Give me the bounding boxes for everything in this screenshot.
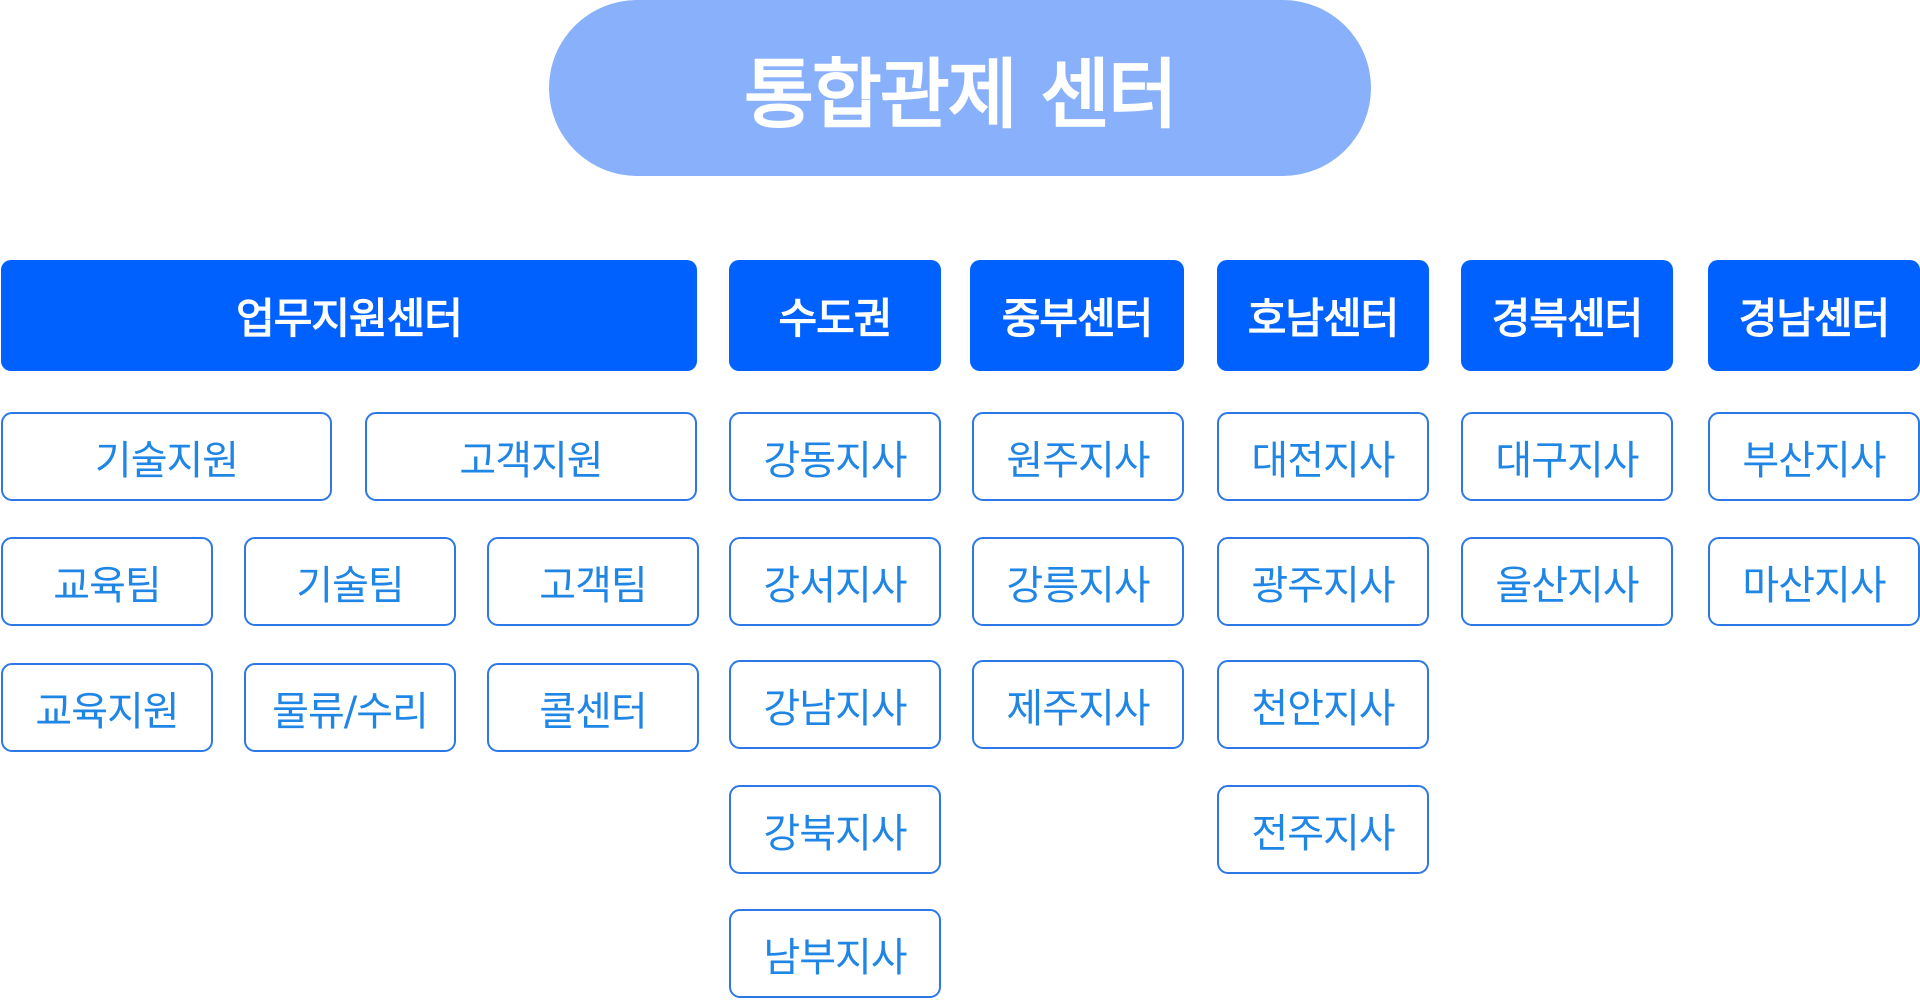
support-unit-technical: 기술지원 [1,412,332,501]
branch-gangneung: 강릉지사 [972,537,1184,626]
center-gyeongnam: 경남센터 [1708,260,1920,371]
branch-busan: 부산지사 [1708,412,1920,501]
center-central: 중부센터 [970,260,1184,371]
branch-gwangju: 광주지사 [1217,537,1429,626]
center-business-support: 업무지원센터 [1,260,697,371]
branch-gangnam: 강남지사 [729,660,941,749]
branch-daejeon: 대전지사 [1217,412,1429,501]
root-node-control-center: 통합관제 센터 [549,0,1371,176]
support-unit-customer: 고객지원 [365,412,697,501]
support-service-call-center: 콜센터 [487,663,699,752]
branch-gangdong: 강동지사 [729,412,941,501]
branch-jeju: 제주지사 [972,660,1184,749]
branch-masan: 마산지사 [1708,537,1920,626]
support-service-logistics-repair: 물류/수리 [244,663,456,752]
branch-ulsan: 울산지사 [1461,537,1673,626]
branch-wonju: 원주지사 [972,412,1184,501]
branch-gangbuk: 강북지사 [729,785,941,874]
branch-daegu: 대구지사 [1461,412,1673,501]
support-team-education: 교육팀 [1,537,213,626]
center-capital-area: 수도권 [729,260,941,371]
branch-jeonju: 전주지사 [1217,785,1429,874]
branch-gangseo: 강서지사 [729,537,941,626]
support-service-education: 교육지원 [1,663,213,752]
branch-nambu: 남부지사 [729,909,941,998]
support-team-customer: 고객팀 [487,537,699,626]
center-honam: 호남센터 [1217,260,1429,371]
center-gyeongbuk: 경북센터 [1461,260,1673,371]
branch-cheonan: 천안지사 [1217,660,1429,749]
support-team-technical: 기술팀 [244,537,456,626]
